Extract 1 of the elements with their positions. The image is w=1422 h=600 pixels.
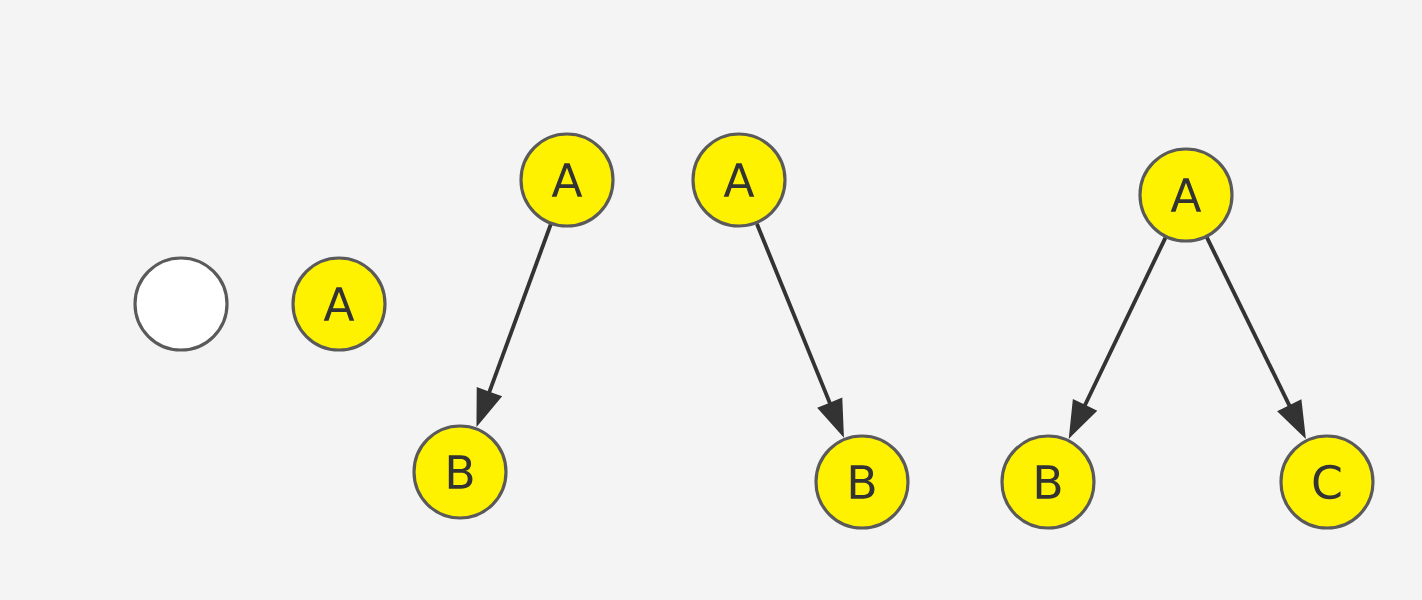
empty-circle — [133, 256, 229, 352]
